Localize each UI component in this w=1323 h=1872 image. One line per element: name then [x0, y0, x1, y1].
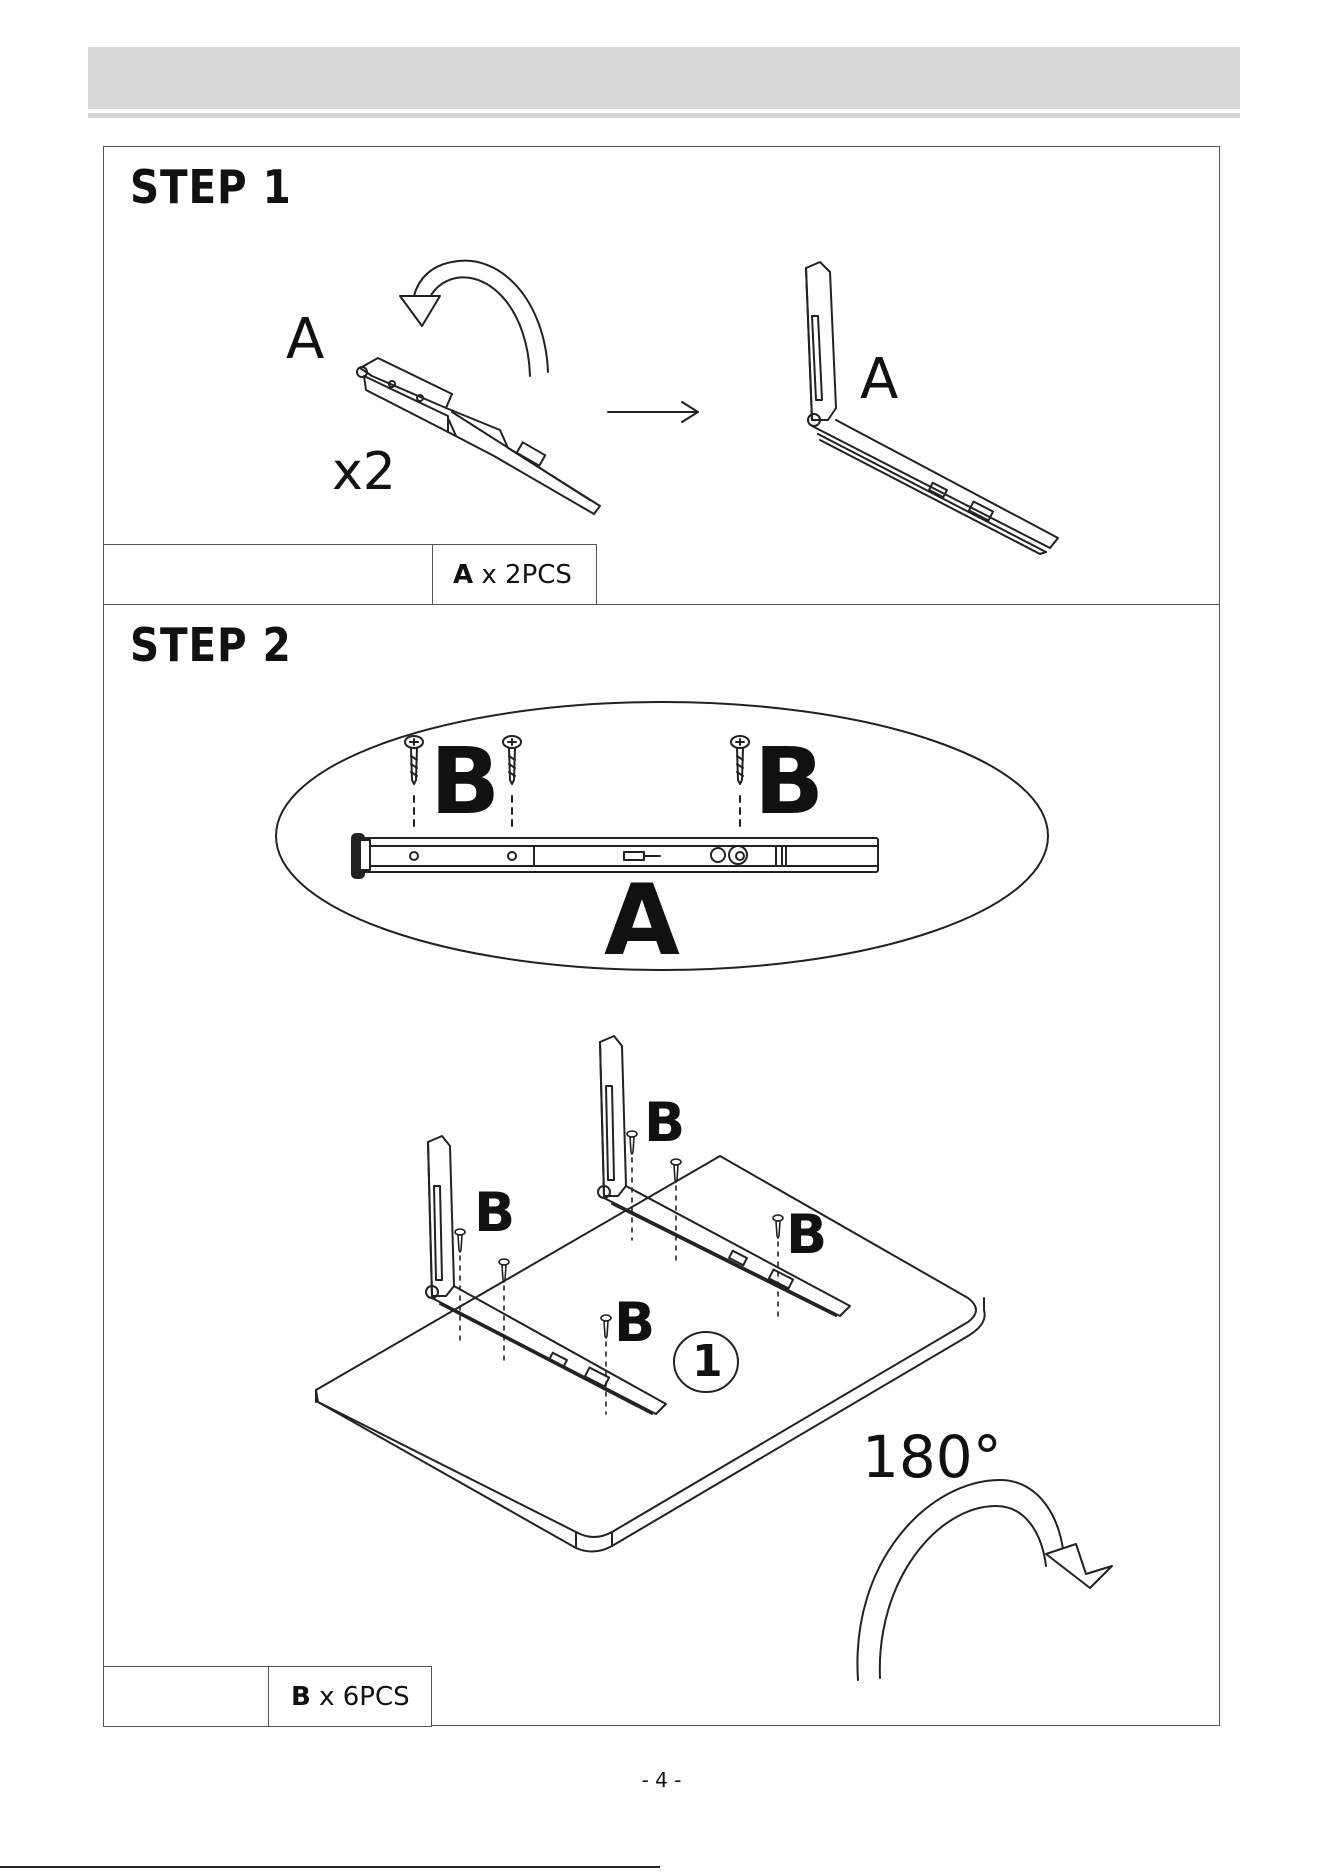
parts-cell-a: A x 2PCS [432, 545, 598, 604]
leg-on-table-left [426, 1136, 666, 1414]
parts-count-b: B x 6PCS [291, 1684, 410, 1710]
footer-line [0, 1866, 660, 1868]
part-a-label-detail: A [604, 872, 680, 970]
quantity-label: x2 [332, 446, 396, 498]
screw-label-b-2: B [644, 1096, 685, 1150]
step-1-title: STEP 1 [130, 160, 292, 214]
screw-label-detail-left: B [430, 736, 500, 828]
flip-arrow-icon [857, 1480, 1112, 1680]
screw-small-icons [455, 1131, 783, 1414]
leg-on-table-right [598, 1036, 850, 1316]
parts-list-a: A x 2PCS [103, 544, 597, 605]
leg-unfolded-illustration [806, 262, 1058, 554]
page-number: - 4 - [0, 1768, 1323, 1792]
screw-label-detail-right: B [754, 736, 824, 828]
arrow-right-icon [608, 402, 698, 422]
callout-number: 1 [692, 1340, 723, 1384]
step-2-title: STEP 2 [130, 618, 292, 672]
rotate-arrow-icon [400, 261, 548, 376]
screw-label-b-4: B [614, 1296, 655, 1350]
parts-count-a: A x 2PCS [453, 562, 572, 588]
parts-cell-b: B x 6PCS [268, 1667, 433, 1726]
parts-list-b: B x 6PCS [103, 1666, 432, 1727]
part-a-label-right: A [860, 352, 898, 408]
part-a-label-left: A [286, 312, 324, 368]
screw-label-b-3: B [786, 1208, 827, 1262]
screw-label-b-1: B [474, 1186, 515, 1240]
rotation-label: 180° [862, 1428, 1002, 1486]
